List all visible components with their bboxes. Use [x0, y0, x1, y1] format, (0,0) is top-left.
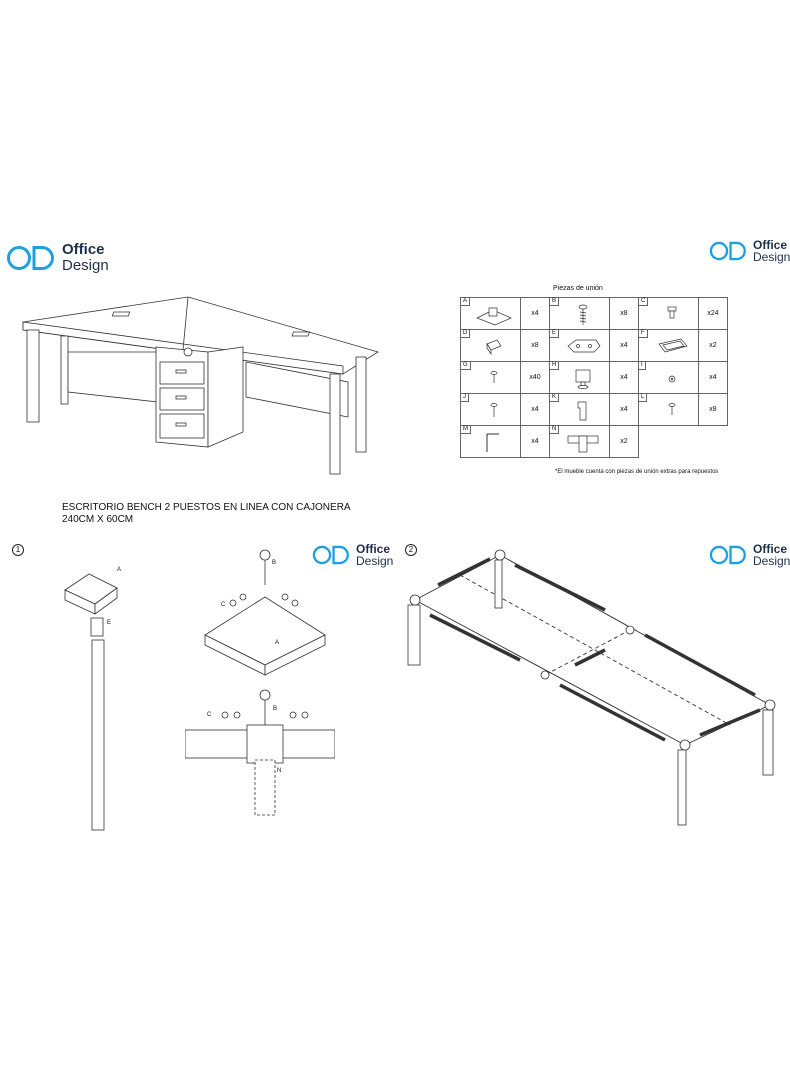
part-code: I: [639, 362, 646, 370]
od-logo-icon: [709, 241, 746, 261]
logo-text-office: Office: [62, 241, 105, 258]
part-qty: x4: [698, 361, 728, 394]
part-cell-k: K: [549, 393, 610, 426]
od-logo-icon: [709, 545, 746, 565]
table-row: G x40 H x4 I x4: [460, 361, 728, 394]
part-qty: x8: [609, 297, 639, 330]
part-code: L: [639, 394, 648, 402]
part-label-e: E: [107, 620, 112, 626]
part-qty: x4: [609, 393, 639, 426]
part-qty: x2: [609, 425, 639, 458]
part-code: N: [550, 426, 560, 434]
logo-text-office: Office: [753, 238, 788, 252]
part-qty: x8: [520, 329, 550, 362]
part-cell-d: D: [460, 329, 521, 362]
part-qty: x4: [520, 297, 550, 330]
table-row: D x8 E x4 F x2: [460, 329, 728, 362]
part-qty: x8: [698, 393, 728, 426]
part-cell-n: N: [549, 425, 610, 458]
office-design-logo: Office Design: [709, 239, 790, 263]
cable-grommet-icon: [658, 338, 688, 353]
hook-bracket-icon: [577, 401, 587, 421]
part-cell-e: E: [549, 329, 610, 362]
office-design-logo: Office Design: [312, 543, 393, 567]
part-qty: x2: [698, 329, 728, 362]
part-code: K: [550, 394, 560, 402]
part-code: F: [639, 330, 648, 338]
table-row: A x4 B x8 C x24: [460, 297, 728, 330]
part-label-a2: A: [275, 640, 280, 646]
part-cell-b: B: [549, 297, 610, 330]
logo-text-office: Office: [753, 542, 788, 556]
corner-bracket-icon: [476, 307, 512, 326]
office-design-logo: Office Design: [709, 543, 790, 567]
part-code: E: [550, 330, 560, 338]
part-code: H: [550, 362, 560, 370]
leveler-foot-icon: [575, 369, 591, 389]
leg-assembly-illustration: [64, 573, 118, 831]
part-qty: x4: [609, 361, 639, 394]
step-number-1: 1: [12, 544, 24, 556]
part-qty: x24: [698, 297, 728, 330]
part-cell-c: C: [638, 297, 699, 330]
connector-plate-icon: [567, 339, 601, 353]
screw-icon: [578, 304, 588, 325]
part-qty: x40: [520, 361, 550, 394]
part-label-b: B: [272, 560, 277, 566]
part-code: D: [461, 330, 471, 338]
part-qty: x4: [520, 425, 550, 458]
small-screw-icon: [668, 403, 676, 415]
small-screw-icon: [490, 371, 498, 383]
parts-note: *El mueble cuenta con piezas de unión ex…: [555, 469, 719, 475]
part-code: J: [461, 394, 469, 402]
part-cell-i: I: [638, 361, 699, 394]
part-cell-g: G: [460, 361, 521, 394]
part-label-n: N: [277, 768, 282, 774]
part-code: C: [639, 298, 649, 306]
clip-icon: [486, 339, 502, 356]
logo-text-design: Design: [62, 257, 109, 274]
product-title-line1: ESCRITORIO BENCH 2 PUESTOS EN LINEA CON …: [62, 502, 351, 513]
table-row: M x4 N x2: [460, 425, 728, 458]
part-label-b2: B: [273, 706, 278, 712]
part-cell-h: H: [549, 361, 610, 394]
logo-text-design: Design: [356, 554, 394, 568]
product-title-line2: 240CM X 60CM: [62, 514, 134, 525]
part-cell-a: A: [460, 297, 521, 330]
table-row: J x4 K x4 L x8: [460, 393, 728, 426]
small-screw-icon: [490, 403, 498, 417]
part-label-c2: C: [207, 712, 212, 718]
logo-text-design: Design: [753, 554, 790, 568]
joint-detail-illustration: [185, 549, 335, 816]
part-code: M: [461, 426, 471, 434]
step-number-2: 2: [405, 544, 417, 556]
part-label-c: C: [221, 602, 226, 608]
part-code: A: [461, 298, 471, 306]
part-qty: x4: [520, 393, 550, 426]
part-cell-j: J: [460, 393, 521, 426]
part-code: B: [550, 298, 560, 306]
office-design-logo: Office Design: [6, 242, 109, 273]
part-code: G: [461, 362, 471, 370]
part-cell-f: F: [638, 329, 699, 362]
logo-text-design: Design: [753, 250, 790, 264]
part-qty: x4: [609, 329, 639, 362]
frame-assembly-illustration: [407, 549, 776, 826]
allen-key-icon: [486, 433, 499, 452]
logo-text-office: Office: [356, 542, 391, 556]
center-joint-icon: [567, 435, 599, 453]
part-cell-l: L: [638, 393, 699, 426]
od-logo-icon: [312, 545, 349, 565]
product-title: ESCRITORIO BENCH 2 PUESTOS EN LINEA CON …: [62, 502, 351, 526]
parts-title: Piezas de unión: [553, 285, 603, 292]
od-logo-icon: [7, 245, 54, 270]
part-cell-m: M: [460, 425, 521, 458]
washer-icon: [668, 375, 676, 383]
part-label-a: A: [117, 567, 122, 573]
bolt-icon: [667, 306, 677, 319]
bench-desk-illustration: [22, 296, 379, 475]
parts-table: A x4 B x8 C x24 D x8 E x4 F x2: [460, 297, 728, 458]
